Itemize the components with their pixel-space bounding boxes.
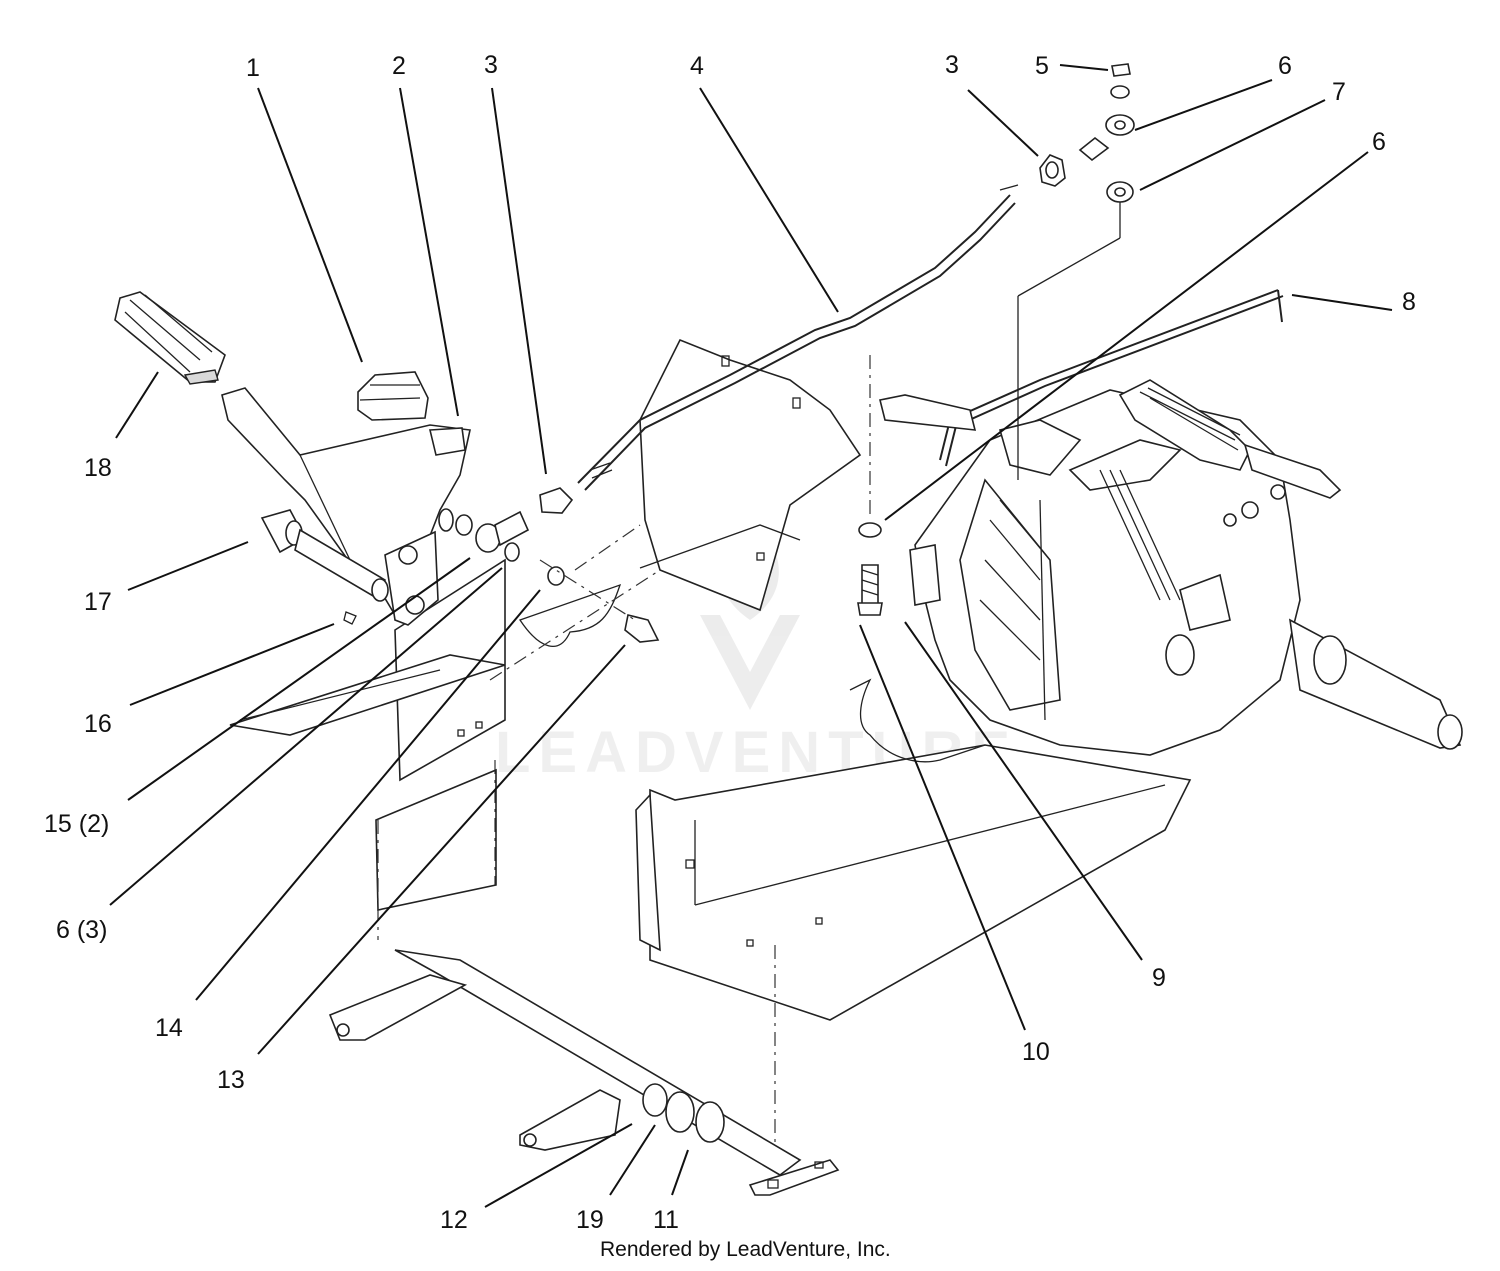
callout-14: 14 — [155, 1014, 183, 1042]
callout-1: 1 — [246, 54, 260, 82]
rod-end-hardware — [1017, 63, 1135, 420]
cotter-pin-16 — [343, 611, 357, 625]
transaxle-assembly — [879, 379, 1463, 756]
callout-3-left: 3 — [484, 51, 498, 79]
callout-6-top: 6 — [1278, 52, 1292, 80]
callout-6-mid: 6 — [1372, 128, 1386, 156]
pedal-pad-1 — [357, 371, 429, 421]
callout-17: 17 — [84, 588, 112, 616]
brake-cross-shaft — [328, 949, 840, 1196]
rod-8 — [939, 289, 1284, 467]
callout-9: 9 — [1152, 964, 1166, 992]
pedal-pad-18 — [114, 291, 226, 385]
callout-4: 4 — [690, 52, 704, 80]
callout-8: 8 — [1402, 288, 1416, 316]
callout-labels: 1 2 3 4 3 5 6 7 6 8 18 17 16 15 (2) 6 (3… — [44, 51, 1416, 1234]
bolt-10 — [857, 355, 883, 616]
callout-5: 5 — [1035, 52, 1049, 80]
control-rod-4 — [577, 184, 1019, 491]
callout-12: 12 — [440, 1206, 468, 1234]
callout-11: 11 — [653, 1206, 679, 1234]
pedal-mount-bracket — [229, 558, 506, 940]
callout-2: 2 — [392, 52, 406, 80]
callout-15: 15 (2) — [44, 810, 109, 838]
pedal-arm-2 — [221, 387, 471, 626]
washer-stack-left — [438, 487, 660, 643]
callout-3-right: 3 — [945, 51, 959, 79]
callout-13: 13 — [217, 1066, 245, 1094]
callout-6-left: 6 (3) — [56, 916, 107, 944]
callout-18: 18 — [84, 454, 112, 482]
callout-19: 19 — [576, 1206, 604, 1234]
callout-16: 16 — [84, 710, 112, 738]
leader-lines — [109, 64, 1393, 1208]
callout-7: 7 — [1332, 78, 1346, 106]
render-credit: Rendered by LeadVenture, Inc. — [600, 1238, 891, 1261]
center-support-plate — [489, 338, 862, 681]
lower-floor-pan — [635, 678, 1192, 1175]
pedal-pivot-shaft — [294, 528, 389, 602]
callout-10: 10 — [1022, 1038, 1050, 1066]
